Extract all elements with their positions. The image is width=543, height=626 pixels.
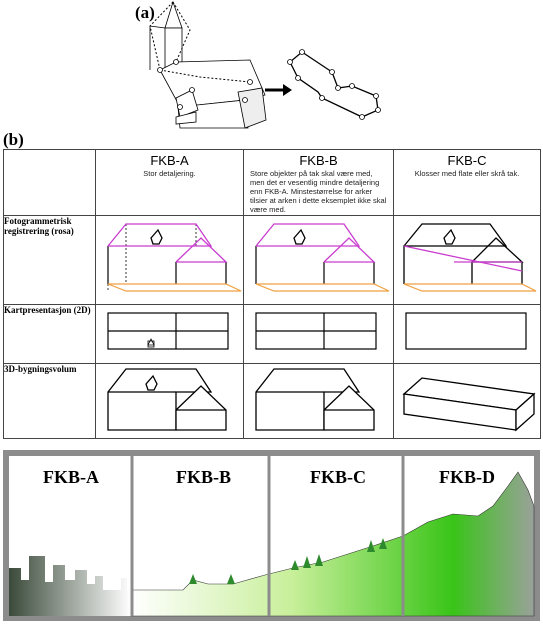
church-porch	[175, 89, 199, 118]
fkb-d-label: FKB-D	[439, 467, 495, 487]
figure-a: (a)	[0, 0, 543, 140]
cell-registration-fkb-b	[243, 215, 394, 305]
cell-map-fkb-a	[95, 304, 244, 364]
church-model-illustration	[149, 0, 381, 129]
row-label: Fotogrammetrisk registrering (rosa)	[3, 215, 96, 305]
fkb-b-label: FKB-B	[176, 467, 232, 487]
tree-icons	[189, 538, 387, 584]
volume-drawing-fkb-a	[107, 368, 227, 431]
cell-registration-fkb-c	[393, 215, 541, 305]
fkb-a-label: FKB-A	[43, 467, 99, 487]
volume-drawing-fkb-c	[402, 377, 536, 432]
table-row-map: Kartpresentasjon (2D)	[3, 304, 541, 364]
fkb-comparison-table: FKB-A Stor detaljering. FKB-B Store obje…	[3, 149, 541, 439]
column-title: FKB-A	[150, 153, 189, 168]
figure-c-detail-levels: FKB-A FKB-B FKB-C FKB-D	[3, 450, 540, 621]
volume-drawing-fkb-b	[255, 368, 375, 431]
map-drawing-fkb-b	[255, 312, 377, 350]
terrain-fkb-a	[9, 556, 131, 616]
church-tower-spire	[164, 0, 183, 29]
map-drawing-fkb-a	[107, 312, 229, 350]
column-description: Stor detaljering.	[143, 169, 196, 178]
column-header-fkb-c: FKB-C Klosser med flate eller skrå tak.	[393, 149, 541, 216]
column-description: Store objekter på tak skal være med, men…	[250, 169, 387, 214]
fkb-c-label: FKB-C	[310, 467, 366, 487]
terrain-illustration	[3, 450, 540, 621]
column-header-fkb-a: FKB-A Stor detaljering.	[95, 149, 244, 216]
column-description: Klosser med flate eller skrå tak.	[414, 169, 520, 178]
table-header-row: FKB-A Stor detaljering. FKB-B Store obje…	[3, 149, 541, 216]
table-corner-cell	[3, 149, 96, 216]
column-title: FKB-C	[447, 153, 487, 168]
panel-a-label: (a)	[135, 3, 155, 22]
registration-drawing-fkb-a	[107, 223, 242, 292]
cell-3d-fkb-c	[393, 363, 541, 439]
panel-b-label: (b)	[3, 130, 24, 149]
table-row-3d-volume: 3D-bygningsvolum	[3, 363, 541, 439]
terrain-fkb-b-c-d	[130, 471, 535, 617]
column-title: FKB-B	[299, 153, 338, 168]
cell-3d-fkb-a	[95, 363, 244, 439]
row-label: 3D-bygningsvolum	[3, 363, 96, 439]
registration-drawing-fkb-b	[255, 223, 390, 292]
table-row-registration: Fotogrammetrisk registrering (rosa)	[3, 215, 541, 305]
building-footprint-outline	[289, 51, 379, 118]
arrow-icon	[265, 84, 292, 96]
cell-map-fkb-c	[393, 304, 541, 364]
cell-3d-fkb-b	[243, 363, 394, 439]
registration-drawing-fkb-c	[403, 223, 537, 292]
row-label: Kartpresentasjon (2D)	[3, 304, 96, 364]
map-drawing-fkb-c	[405, 312, 527, 350]
cell-registration-fkb-a	[95, 215, 244, 305]
cell-map-fkb-b	[243, 304, 394, 364]
column-header-fkb-b: FKB-B Store objekter på tak skal være me…	[243, 149, 394, 216]
